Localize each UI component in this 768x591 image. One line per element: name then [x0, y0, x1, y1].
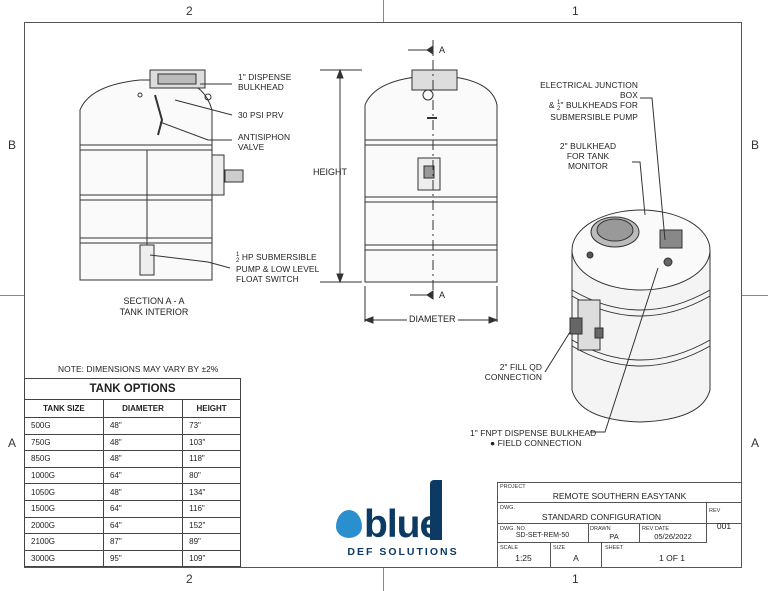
rev-label: REV: [709, 508, 721, 514]
cell-diameter: 95": [102, 549, 184, 568]
front-tank-view: [364, 69, 498, 283]
revdate-value: 05/26/2022: [654, 532, 692, 541]
section-tank-view: [79, 69, 244, 281]
dwg-value: STANDARD CONFIGURATION: [541, 512, 662, 522]
tank-options-table: TANK OPTIONS TANK SIZE DIAMETER HEIGHT 5…: [24, 378, 241, 568]
cell-tank-size: 1500G: [24, 499, 104, 518]
scale-value: 1:25: [515, 553, 532, 563]
cell-tank-size: 1000G: [24, 466, 104, 485]
sheet-label: SHEET: [605, 545, 624, 551]
scale-label: SCALE: [500, 545, 519, 551]
zone-label-right-a: A: [751, 436, 760, 450]
isometric-tank-view: [569, 209, 711, 423]
height-label: HEIGHT: [313, 167, 348, 177]
zone-label-right-b: B: [751, 138, 760, 152]
zone-label-top-2: 2: [186, 4, 193, 18]
section-mark-bottom: A: [439, 290, 446, 300]
cell-height: 89": [182, 533, 241, 551]
blue-def-logo: blue DEF SOLUTIONS: [336, 480, 470, 560]
diameter-label: DIAMETER: [407, 314, 458, 325]
dwgno-value: SD-SET-REM-50: [515, 532, 570, 539]
cell-tank-size: 1050G: [24, 483, 104, 501]
cell-diameter: 48": [102, 417, 184, 435]
col-header-diameter: DIAMETER: [102, 399, 184, 418]
cell-tank-size: 500G: [24, 417, 104, 435]
cell-diameter: 87": [102, 533, 184, 551]
cell-height: 80": [182, 466, 241, 485]
cell-diameter: 64": [102, 516, 184, 535]
cell-tank-size: 2000G: [24, 516, 104, 535]
dwgno-label: DWG. NO.: [500, 526, 527, 532]
section-mark-top: A: [439, 45, 446, 55]
dwg-label: DWG.: [500, 505, 515, 511]
zone-divider: [0, 295, 24, 296]
col-header-tank-size: TANK SIZE: [24, 399, 104, 418]
zone-label-bottom-2: 2: [186, 572, 193, 586]
logo-subtitle: DEF SOLUTIONS: [347, 546, 459, 558]
cell-tank-size: 750G: [24, 433, 104, 452]
cell-diameter: 48": [102, 450, 184, 468]
cell-diameter: 64": [102, 499, 184, 518]
dimensions-note: NOTE: DIMENSIONS MAY VARY BY ±2%: [58, 364, 219, 374]
zone-divider: [742, 295, 768, 296]
logo-one-stroke: [430, 480, 442, 540]
cell-tank-size: 3000G: [24, 549, 104, 568]
zone-label-top-1: 1: [572, 4, 579, 18]
cell-height: 103": [182, 433, 241, 452]
cell-height: 152": [182, 516, 241, 535]
tank-options-title: TANK OPTIONS: [24, 378, 241, 400]
cell-tank-size: 850G: [24, 450, 104, 468]
cell-height: 118": [182, 450, 241, 468]
zone-label-bottom-1: 1: [572, 572, 579, 586]
cell-height: 109": [182, 549, 241, 568]
cell-tank-size: 2100G: [24, 533, 104, 551]
callout-prv: 30 PSI PRV: [238, 110, 284, 120]
cell-height: 116": [182, 499, 241, 518]
sheet-value: 1 OF 1: [659, 553, 685, 563]
zone-divider: [383, 568, 384, 591]
zone-label-left-b: B: [8, 138, 17, 152]
size-value: A: [573, 553, 579, 563]
project-value: REMOTE SOUTHERN EASYTANK: [552, 491, 687, 501]
project-label: PROJECT: [500, 484, 526, 490]
cell-diameter: 48": [102, 483, 184, 501]
zone-divider: [383, 0, 384, 22]
drawn-label: DRAWN: [590, 526, 611, 532]
rev-value: 001: [716, 521, 732, 531]
revdate-label: REV DATE: [642, 526, 670, 532]
cell-diameter: 48": [102, 433, 184, 452]
cell-height: 73": [182, 417, 241, 435]
zone-label-left-a: A: [8, 436, 17, 450]
logo-word: blue: [364, 503, 441, 546]
title-block: [497, 482, 742, 568]
size-label: SIZE: [553, 545, 566, 551]
cell-diameter: 64": [102, 466, 184, 485]
cell-height: 134": [182, 483, 241, 501]
drawing-frame: [24, 22, 742, 568]
water-drop-icon: [336, 510, 362, 538]
callout-fnpt-bulkhead: 1" FNPT DISPENSE BULKHEAD● FIELD CONNECT…: [470, 428, 597, 448]
col-header-height: HEIGHT: [182, 399, 241, 418]
drawn-value: PA: [609, 532, 619, 541]
